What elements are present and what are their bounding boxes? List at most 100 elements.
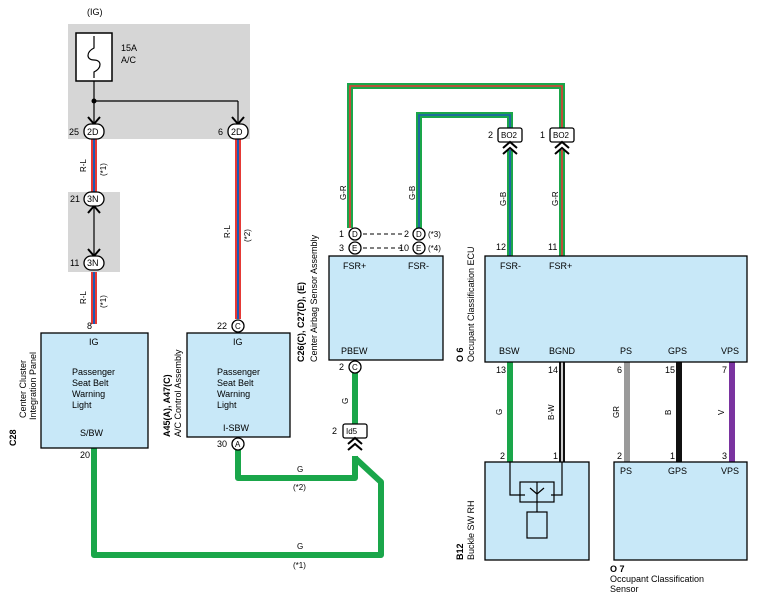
svg-text:3N: 3N [87,194,99,204]
wire-label-g-bsw: G [495,409,504,415]
a45-component-box [186,332,291,438]
pin-3-o7: 3 [722,451,727,461]
c28-out-label: S/BW [80,428,104,438]
connector-pin-c: C [231,319,245,333]
pin-6: 6 [218,127,223,137]
connector-bo2-left: BO2 [497,127,523,143]
o6-vps: VPS [721,346,739,356]
o7-ps: PS [620,466,632,476]
c26-fsr-minus: FSR- [408,261,429,271]
double-arrow-icon [554,140,570,155]
pin-2-bo2: 2 [488,130,493,140]
c28-name-2: Integration Panel [28,352,38,420]
pin-15: 15 [665,365,675,375]
wire-gr [347,83,565,228]
connector-pin-a: A [231,437,245,451]
c26-name: Center Airbag Sensor Assembly [309,234,319,362]
connector-pin-c-pbew: C [348,360,362,374]
connector-pin-e-right: E [412,241,426,255]
svg-text:Id5: Id5 [346,427,358,436]
o6-bgnd: BGND [549,346,576,356]
wire-label-b: B [664,410,673,415]
pin-2-pbew: 2 [339,362,344,372]
pin-14: 14 [548,365,558,375]
wire-gb [416,112,513,228]
pin-2-o7: 2 [617,451,622,461]
wire-label-grey: GR [612,406,621,418]
pin-1-bo2: 1 [540,130,545,140]
connector-2d-left: 2D [83,123,105,140]
connector-pin-e-left: E [348,241,362,255]
pin-7: 7 [722,365,727,375]
pin-8: 8 [87,321,92,331]
connector-2d-right: 2D [227,123,249,140]
connector-pin-d-right: D [412,227,426,241]
pin-2-b12: 2 [500,451,505,461]
svg-text:2D: 2D [231,127,243,137]
svg-text:E: E [352,244,357,253]
a45-code: A45(A), A47(C) [162,374,172,437]
c26-component-box [328,255,444,361]
o7-name-1: Occupant Classification [610,574,704,584]
o6-gps: GPS [668,346,687,356]
wire-label-bw: B-W [547,404,556,420]
c28-body-4: Light [72,400,92,410]
a45-out-label: I-SBW [223,423,250,433]
pin-12: 12 [496,242,506,252]
wire-label-rl: R-L [79,159,88,172]
note-1: (*1) [99,163,108,176]
connector-pin-d-left: D [348,227,362,241]
a45-in-label: IG [233,337,243,347]
fuse-rating: 15A [121,43,137,53]
svg-text:C: C [352,363,358,372]
o6-code: O 6 [455,347,465,362]
o7-name-2: Sensor [610,584,639,594]
note-2-bottom: (*2) [293,483,306,492]
buckle-switch-icon [509,462,563,539]
svg-text:BO2: BO2 [553,131,570,140]
wire-label-gb-ecu: G-B [499,192,508,206]
svg-text:D: D [352,230,358,239]
wire-label-gb: G-B [408,186,417,200]
c28-name-1: Center Cluster [18,360,28,418]
a45-body-2: Seat Belt [217,378,254,388]
pin-25: 25 [69,127,79,137]
note-2: (*2) [243,229,252,242]
pin-30: 30 [217,439,227,449]
svg-text:C: C [235,322,241,331]
wire-label-g: G [341,398,350,404]
o6-bsw: BSW [499,346,520,356]
wire-label-rl: R-L [79,291,88,304]
a45-name: A/C Control Assembly [173,349,183,437]
svg-text:3N: 3N [87,258,99,268]
c28-body-3: Warning [72,389,105,399]
o7-component-box [613,461,748,561]
wire-label-g-long: G [297,542,303,551]
pin-1-b12: 1 [553,451,558,461]
wire-label-rl: R-L [223,225,232,238]
pin-21: 21 [70,194,80,204]
pin-6-ecu: 6 [617,365,622,375]
note-3: (*3) [428,230,441,239]
connector-3n-bottom: 3N [83,255,105,271]
wire-g-long [91,448,384,558]
fuse-name: A/C [121,55,137,65]
wire-label-gr-ecu: G-R [551,191,560,206]
a45-body-4: Light [217,400,237,410]
wire-g-short [235,450,358,481]
o6-fsr-plus: FSR+ [549,261,572,271]
wire-label-v: V [717,409,726,415]
pin-20: 20 [80,450,90,460]
b12-name: Buckle SW RH [466,500,476,560]
pin-22: 22 [217,321,227,331]
o6-name: Occupant Classification ECU [466,246,476,362]
connector-3n-top: 3N [83,191,105,207]
c26-fsr-plus: FSR+ [343,261,366,271]
b12-code: B12 [455,543,465,560]
splice-point [91,98,97,104]
pin-2-id5: 2 [332,426,337,436]
pin-11: 11 [70,258,79,268]
pin-11-ecu: 11 [548,242,557,252]
c28-body-2: Seat Belt [72,378,109,388]
